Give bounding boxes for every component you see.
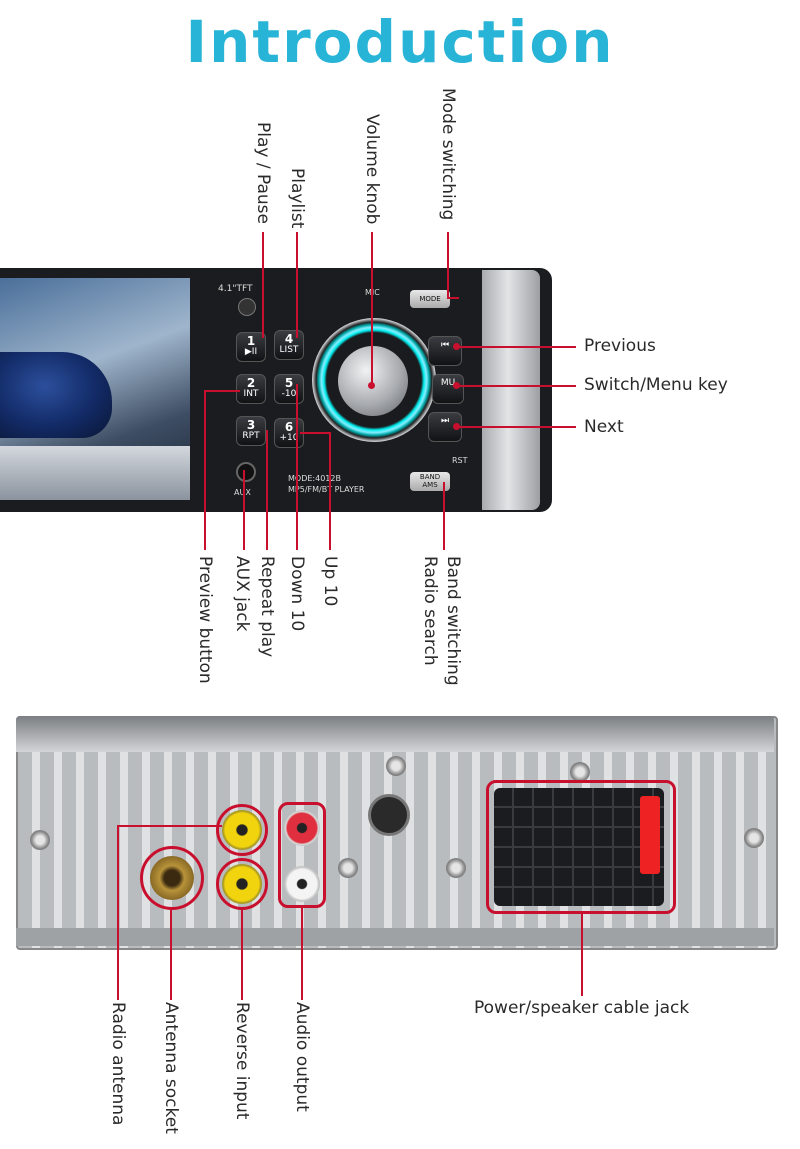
callout-line-audio-output [301, 908, 303, 1000]
callout-line-aux [243, 470, 245, 550]
rca-yellow-top-highlight [216, 804, 268, 856]
mount-hole [368, 794, 410, 836]
callout-dot-next [453, 423, 460, 430]
screw-mid-right [446, 858, 466, 878]
label-radio-search: Radio search [420, 556, 440, 666]
model-label: MODE:4012B [288, 474, 341, 483]
mode-button[interactable]: MODE [410, 290, 450, 308]
callout-line-repeat [266, 430, 268, 550]
callout-line-play-pause [262, 232, 264, 338]
screen-car-image [0, 352, 112, 438]
screw-right [744, 828, 764, 848]
callout-line-down10 [296, 384, 298, 550]
label-up-10: Up 10 [320, 556, 340, 607]
screw-top [386, 756, 406, 776]
rst-label: RST [452, 456, 468, 465]
screw-mid-left [338, 858, 358, 878]
power-speaker-connector[interactable] [494, 788, 664, 906]
callout-line-mode [447, 232, 449, 298]
label-preview-button: Preview button [195, 556, 215, 684]
audio-output-highlight [278, 802, 326, 908]
label-volume-knob: Volume knob [362, 114, 382, 225]
label-next: Next [584, 417, 624, 437]
antenna-socket-highlight [140, 846, 204, 910]
callout-line-preview [204, 390, 206, 550]
label-radio-antenna: Radio antenna [108, 1002, 128, 1126]
screw-left [30, 830, 50, 850]
reset-hole[interactable] [238, 298, 256, 316]
label-band-switching: Band switching [443, 556, 463, 686]
label-mode-switching: Mode switching [438, 88, 458, 221]
callout-line-radio-antenna [117, 826, 119, 1000]
label-audio-output: Audio output [292, 1002, 312, 1112]
aux-jack[interactable] [236, 462, 256, 482]
callout-dot-switch [453, 382, 460, 389]
rca-white[interactable] [284, 866, 320, 902]
label-switch-menu: Switch/Menu key [584, 375, 728, 395]
label-playlist: Playlist [287, 168, 307, 229]
callout-line-volume [371, 232, 373, 384]
callout-line-band [443, 482, 445, 550]
up-10-button[interactable]: 6+10 [274, 418, 304, 448]
player-label: MP5/FM/BT PLAYER [288, 485, 365, 494]
screen-size-label: 4.1"TFT [218, 284, 253, 294]
callout-line-reverse-input [241, 910, 243, 1000]
callout-line-switch [456, 385, 576, 387]
label-antenna-socket: Antenna socket [161, 1002, 181, 1134]
page-title: Introduction [185, 8, 615, 76]
screw-connector [570, 762, 590, 782]
aux-label: AUX [234, 488, 251, 497]
callout-dot-previous [453, 343, 460, 350]
callout-line-up10 [329, 432, 331, 550]
label-reverse-input: Reverse input [232, 1002, 252, 1120]
chassis-top-edge [16, 716, 774, 752]
label-previous: Previous [584, 336, 656, 356]
callout-line-next [456, 426, 576, 428]
rca-yellow-bottom-highlight [216, 858, 268, 910]
callout-line-previous [456, 346, 576, 348]
chassis-bottom-edge [16, 928, 774, 946]
callout-line-power [581, 914, 583, 996]
callout-dot-volume [368, 382, 375, 389]
play-pause-button[interactable]: 1▶II [236, 332, 266, 362]
screen-road-image [0, 446, 190, 500]
callout-line-radio-antenna-h [117, 825, 222, 827]
label-repeat-play: Repeat play [257, 556, 277, 658]
label-down-10: Down 10 [287, 556, 307, 632]
panel-end-cap [482, 270, 540, 510]
callout-line-up10-h [300, 432, 330, 434]
label-aux-jack: AUX jack [232, 556, 252, 632]
connector-fuse [640, 796, 660, 874]
next-icon: ⏭ [440, 416, 450, 426]
previous-icon: ⏮ [440, 340, 450, 350]
volume-knob[interactable] [338, 346, 408, 416]
callout-line-preview-h [204, 390, 240, 392]
callout-line-playlist [296, 232, 298, 338]
label-play-pause: Play / Pause [253, 122, 273, 224]
label-power-speaker: Power/speaker cable jack [474, 998, 690, 1018]
callout-line-mode-h [447, 297, 459, 299]
callout-line-antenna-socket [170, 910, 172, 1000]
rca-red[interactable] [284, 810, 320, 846]
switch-menu-button[interactable]: MU [432, 374, 464, 404]
previous-button[interactable]: ⏮ [428, 336, 462, 366]
down-10-button[interactable]: 5-10 [274, 374, 304, 404]
power-speaker-highlight [486, 780, 676, 914]
